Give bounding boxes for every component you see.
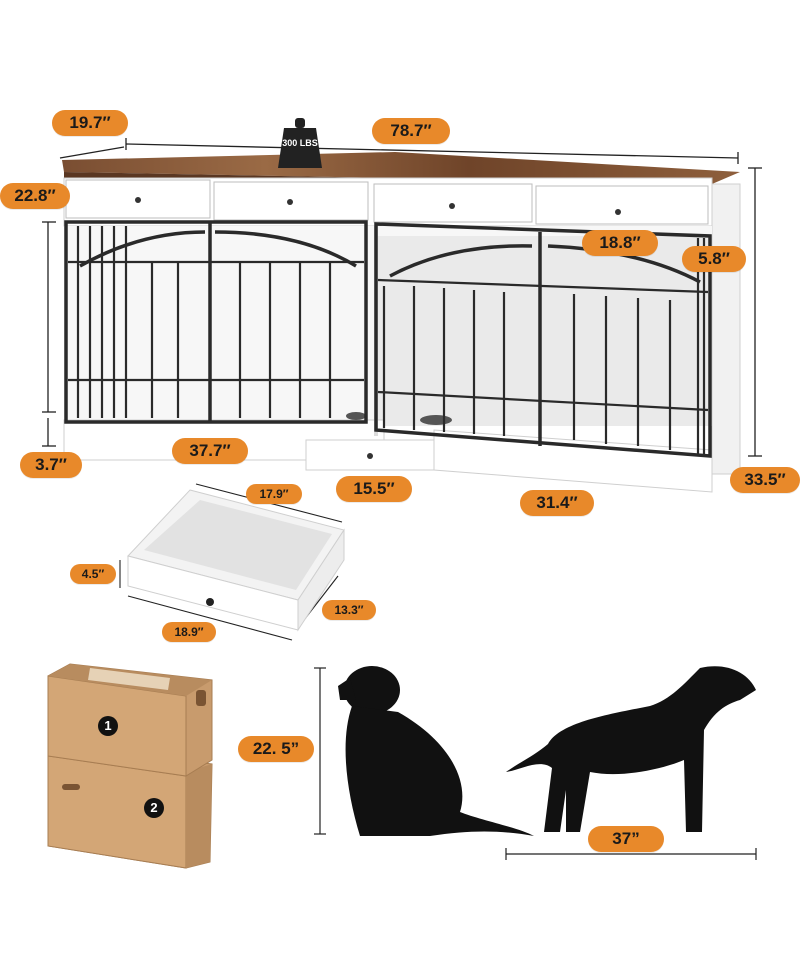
weight-icon bbox=[278, 118, 322, 168]
dog-length-label: 37” bbox=[588, 826, 664, 852]
center-drawer-width-label: 15.5″ bbox=[336, 476, 412, 502]
standing-dog-silhouette bbox=[506, 666, 756, 832]
box-number-1: 1 bbox=[98, 716, 118, 736]
dog-dimension-lines bbox=[314, 667, 757, 860]
dog-height-label: 22. 5” bbox=[238, 736, 314, 762]
weight-capacity-label: 300 LBS bbox=[282, 138, 318, 148]
drawer-width-top-label: 18.8″ bbox=[582, 230, 658, 256]
drawer-inner-width-label: 17.9″ bbox=[246, 484, 302, 504]
drawer-depth-label: 13.3″ bbox=[322, 600, 376, 620]
depth-label: 19.7″ bbox=[52, 110, 128, 136]
box-number-2: 2 bbox=[144, 798, 164, 818]
kennel-furniture bbox=[62, 152, 741, 493]
overall-length-label: 78.7″ bbox=[372, 118, 450, 144]
total-height-label: 33.5″ bbox=[730, 467, 800, 493]
right-cage-width-label: 31.4″ bbox=[520, 490, 594, 516]
package-boxes bbox=[47, 663, 213, 869]
top-height-label: 22.8″ bbox=[0, 183, 70, 209]
drawer-illustration bbox=[119, 483, 345, 641]
left-cage-width-label: 37.7″ bbox=[172, 438, 248, 464]
base-height-label: 3.7″ bbox=[20, 452, 82, 478]
drawer-outer-width-label: 18.9″ bbox=[162, 622, 216, 642]
sitting-dog-silhouette bbox=[338, 666, 534, 836]
drawer-height-label: 4.5″ bbox=[70, 564, 116, 584]
drawer-height-top-label: 5.8″ bbox=[682, 246, 746, 272]
